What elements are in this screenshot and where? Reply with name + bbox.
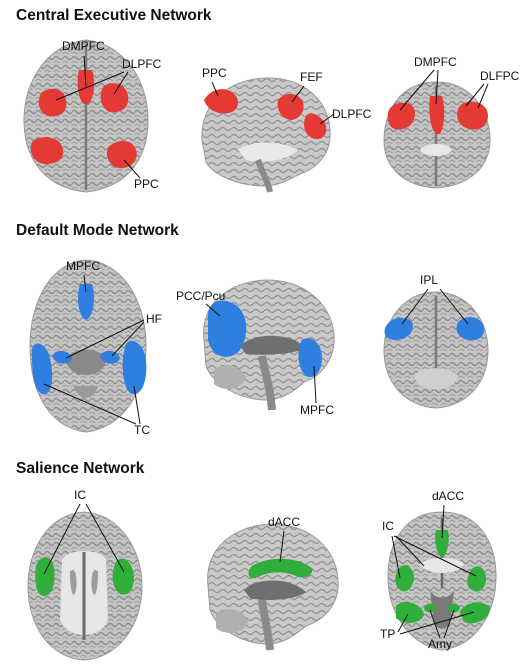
dmn-label-hf-axial: HF — [146, 312, 162, 326]
cen-ppc-blob-sag — [204, 89, 238, 114]
cen-label-dlpfc-axial: DLPFC — [122, 57, 162, 71]
sn-ic-left-blob-axial — [35, 557, 55, 596]
cen-ppc-left-blob-axial — [30, 137, 64, 164]
dmn-label-pcc-pcu-sag: PCC/Pcu — [176, 289, 225, 303]
cen-dmpfc-blob-cor — [429, 96, 445, 134]
dmn-axial-brain — [29, 259, 147, 433]
cen-dlpfc-blob-sag — [304, 113, 327, 140]
sn-ic-left-blob-cor — [395, 565, 414, 592]
dmn-ipl-right-blob-cor — [456, 317, 485, 341]
sn-tp-left-blob-cor — [396, 601, 424, 623]
cen-coronal-brain — [383, 81, 491, 189]
cen-title: Central Executive Network — [16, 7, 212, 24]
dmn-pcc-pcu-blob-sag — [207, 300, 247, 357]
cen-label-dmpfc-axial: DMPFC — [62, 39, 105, 53]
cen-dlfpc-right-blob-cor — [457, 101, 488, 130]
sn-label-tp-cor: TP — [380, 627, 395, 641]
cen-label-ppc-axial: PPC — [134, 177, 159, 191]
sn-dacc-blob-cor — [435, 530, 449, 558]
sn-sagittal-brain — [207, 523, 339, 651]
cen-label-dlpfc-sag: DLPFC — [332, 107, 372, 121]
sn-label-dacc-cor: dACC — [432, 489, 464, 503]
sn-label-amy-cor: Amy — [428, 637, 452, 651]
cen-label-fef-sag: FEF — [300, 70, 323, 84]
cen-dlpfc-right-blob-axial — [100, 83, 129, 113]
dmn-coronal-brain — [383, 291, 489, 409]
sn-axial-brain — [27, 511, 143, 661]
dmn-ipl-left-blob-cor — [384, 317, 413, 340]
sn-tp-right-blob-cor — [460, 602, 490, 624]
cen-dmpfc-blob-axial — [77, 70, 95, 104]
dmn-hf-left-blob-axial — [52, 350, 72, 364]
sn-amy-left-blob-cor — [424, 603, 436, 613]
dmn-mpfc-blob-axial — [78, 284, 94, 320]
cen-axial-brain — [23, 39, 149, 193]
cen-label-ppc-sag: PPC — [202, 66, 227, 80]
cen-label-dlfpc-cor: DLFPC — [480, 69, 520, 83]
cen-dlpfc-left-blob-cor — [387, 102, 415, 130]
dmn-label-ipl-cor: IPL — [420, 273, 438, 287]
dmn-label-mpfc-axial: MPFC — [66, 259, 100, 273]
cen-fef-blob-sag — [277, 94, 304, 120]
cen-sagittal-brain — [201, 77, 331, 193]
sn-label-dacc-sag: dACC — [268, 515, 300, 529]
sn-label-ic-cor: IC — [382, 519, 394, 533]
cen-dlpfc-left-blob-axial — [38, 88, 67, 117]
cen-ppc-right-blob-axial — [106, 140, 137, 169]
dmn-label-mpfc-sag: MPFC — [300, 403, 334, 417]
dmn-tc-right-blob-axial — [122, 340, 147, 395]
sn-dacc-blob-sag — [248, 558, 313, 579]
dmn-tc-left-blob-axial — [31, 343, 53, 395]
dmn-hf-right-blob-axial — [100, 350, 120, 364]
dmn-title: Default Mode Network — [16, 222, 179, 239]
sn-amy-right-blob-cor — [448, 603, 460, 613]
sn-label-ic-axial: IC — [74, 488, 86, 502]
dmn-sagittal-brain — [203, 279, 335, 411]
dmn-label-tc-axial: TC — [134, 423, 150, 437]
sn-ic-right-blob-axial — [112, 558, 134, 595]
cen-label-dmpfc-cor: DMPFC — [414, 55, 457, 69]
dmn-mpfc-blob-sag — [298, 338, 322, 378]
sn-ic-right-blob-cor — [467, 566, 486, 592]
sn-title: Salience Network — [16, 460, 145, 477]
